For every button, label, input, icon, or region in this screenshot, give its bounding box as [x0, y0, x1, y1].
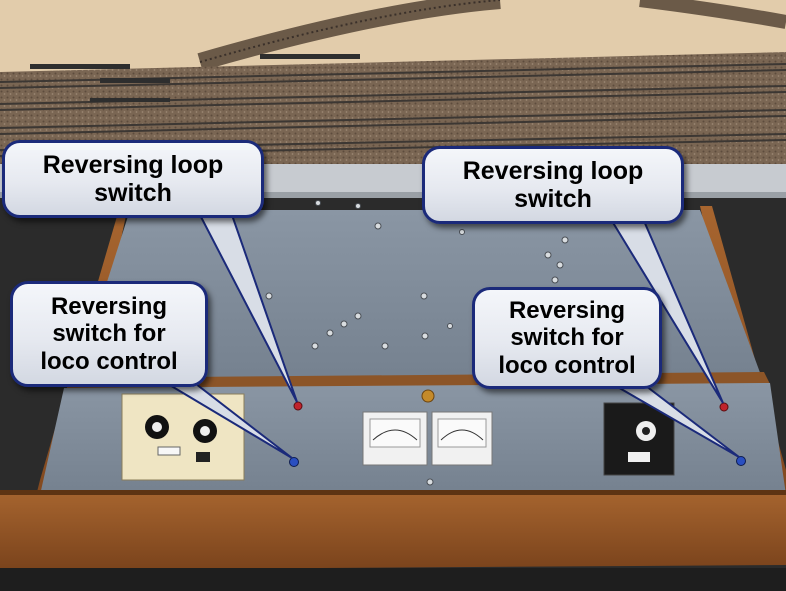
callout-text: Reversing: [50, 293, 168, 321]
reversing-switch-loco-right[interactable]: [736, 456, 746, 466]
turnout-bars: [30, 54, 360, 102]
callout-text: Reversing: [508, 297, 626, 325]
loco-controller-right: [603, 402, 675, 476]
toggle-switches: [265, 200, 569, 350]
curved-track-right: [639, 0, 786, 29]
callout-text: switch for: [510, 324, 624, 352]
callout-text: Reversing loop: [462, 156, 644, 185]
floor: [0, 568, 786, 591]
callout-text: loco control: [40, 347, 178, 375]
callout-text: switch: [94, 179, 172, 207]
reversing-loop-switch-left[interactable]: [293, 401, 303, 411]
callout-text: switch: [514, 185, 592, 213]
callout-text: switch for: [52, 320, 166, 348]
callout-text: Reversing loop: [42, 150, 224, 179]
drawer-front: [0, 490, 786, 570]
power-lamp: [421, 389, 435, 403]
panel-switch: [426, 478, 434, 486]
reversing-switch-loco-left[interactable]: [289, 457, 299, 467]
meters: [362, 411, 493, 466]
callout-text: loco control: [498, 351, 636, 379]
reversing-loop-switch-right[interactable]: [719, 402, 729, 412]
